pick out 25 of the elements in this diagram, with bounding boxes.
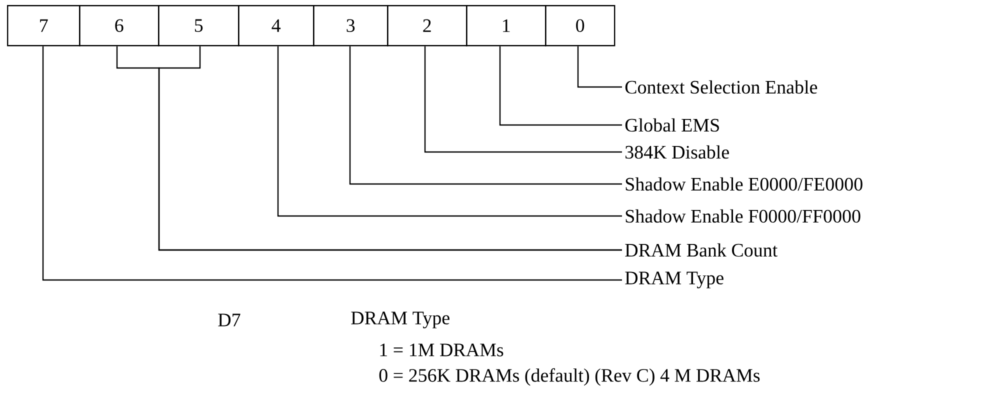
bit-cell: 4 [238, 5, 314, 46]
bit-cell: 0 [545, 5, 616, 46]
leader-line [42, 46, 622, 281]
field-label: Shadow Enable F0000/FF0000 [626, 209, 860, 223]
description-text: 0 = 256K DRAMs (default) (Rev C) 4 M DRAMs [379, 368, 760, 386]
bit-cell: 7 [7, 5, 80, 46]
leader-line [277, 46, 622, 217]
field-label: Context Selection Enable [625, 80, 818, 94]
field-label: Global EMS [625, 118, 719, 132]
bit-cell: 6 [79, 5, 160, 46]
field-label: 384K Disable [626, 145, 729, 159]
field-label: DRAM Type [625, 272, 724, 288]
bit-cell: 3 [313, 5, 388, 46]
leader-line [424, 46, 622, 153]
leader-line [577, 46, 622, 88]
description-text: D7 [218, 314, 240, 326]
field-label: DRAM Bank Count [625, 243, 778, 257]
leader-line [499, 46, 622, 126]
field-label: Shadow Enable E0000/FE0000 [626, 177, 862, 191]
bit-cell: 2 [387, 5, 468, 46]
description-text: DRAM Type [351, 312, 450, 328]
bit-cell: 1 [466, 5, 546, 46]
description-text: 1 = 1M DRAMs [380, 344, 504, 356]
bit-cell: 5 [158, 5, 240, 46]
leader-line [349, 46, 622, 185]
